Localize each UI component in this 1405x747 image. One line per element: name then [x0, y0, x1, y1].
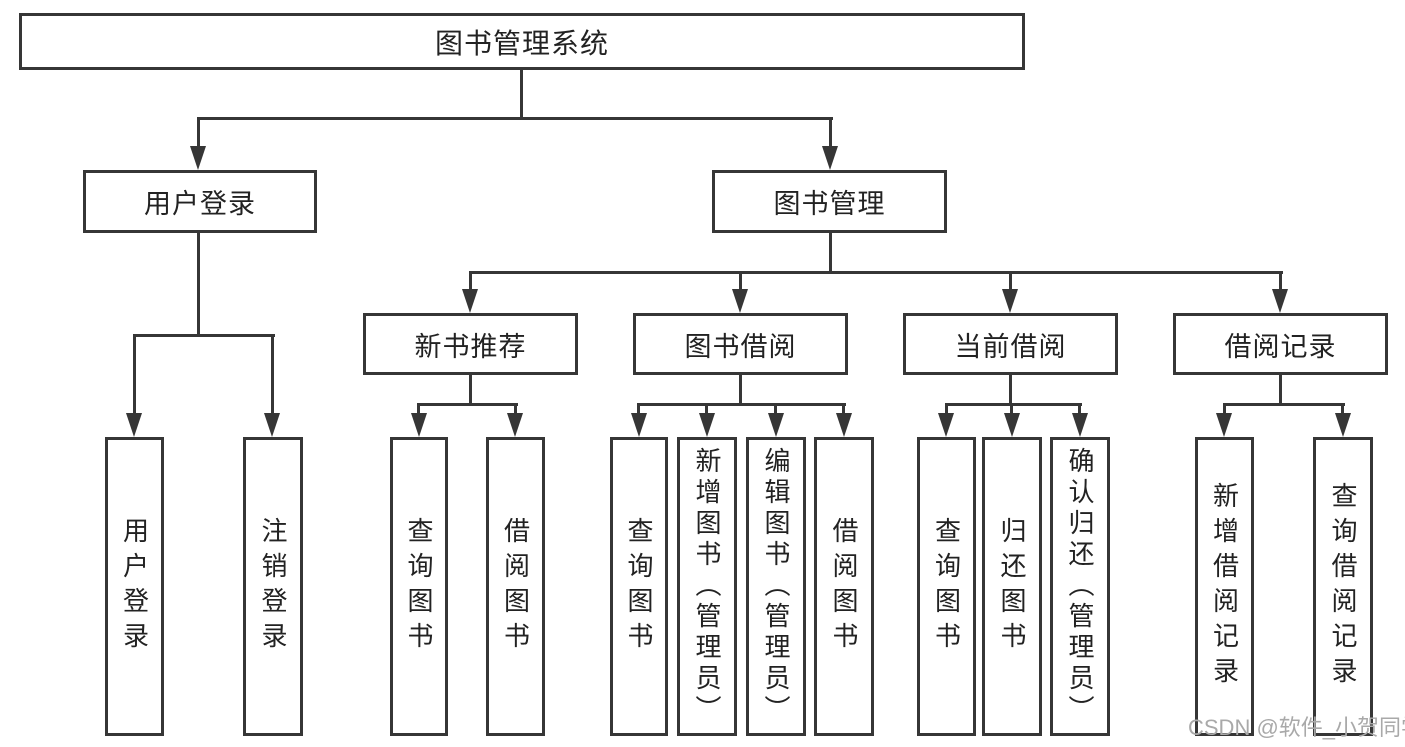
- node-new-book-recommend-label: 新书推荐: [414, 331, 527, 362]
- node-root: 图书管理系统: [19, 13, 1025, 70]
- arrow-down-icon: [836, 413, 852, 437]
- connector-line: [1341, 403, 1344, 415]
- connector-line: [469, 271, 1283, 274]
- connector-line: [739, 271, 742, 291]
- leaf-label: 编辑图书（管理员）: [761, 447, 791, 726]
- connector-line: [637, 403, 846, 406]
- arrow-down-icon: [507, 413, 523, 437]
- arrow-down-icon: [768, 413, 784, 437]
- node-new-book-recommend: 新书推荐: [363, 313, 578, 375]
- node-root-label: 图书管理系统: [434, 27, 609, 59]
- connector-line: [1009, 271, 1012, 291]
- node-book-borrowing: 图书借阅: [633, 313, 848, 375]
- node-user-login: 用户登录: [83, 170, 317, 233]
- node-user-login-label: 用户登录: [144, 189, 256, 219]
- arrow-down-icon: [1272, 289, 1288, 313]
- connector-line: [271, 334, 274, 415]
- leaf-add-borrow-record: 新增借阅记录: [1195, 437, 1254, 736]
- connector-line: [197, 117, 833, 120]
- leaf-label: 确认归还（管理员）: [1065, 447, 1095, 726]
- node-book-borrowing-label: 图书借阅: [684, 331, 797, 362]
- connector-line: [197, 117, 200, 149]
- arrow-down-icon: [462, 289, 478, 313]
- arrow-down-icon: [190, 146, 206, 170]
- csdn-watermark: CSDN @软件_小贺同学: [1188, 715, 1405, 740]
- arrow-down-icon: [1004, 413, 1020, 437]
- leaf-label: 注销登录: [258, 516, 288, 657]
- connector-line: [1078, 403, 1081, 415]
- connector-line: [520, 70, 523, 120]
- leaf-query-borrow-record: 查询借阅记录: [1313, 437, 1373, 736]
- connector-line: [842, 403, 845, 415]
- arrow-down-icon: [1335, 413, 1351, 437]
- connector-line: [469, 271, 472, 291]
- leaf-edit-books-admin: 编辑图书（管理员）: [746, 437, 806, 736]
- arrow-down-icon: [411, 413, 427, 437]
- leaf-logout: 注销登录: [243, 437, 303, 736]
- connector-line: [1223, 403, 1226, 415]
- connector-line: [739, 375, 742, 406]
- arrow-down-icon: [1072, 413, 1088, 437]
- arrow-down-icon: [264, 413, 280, 437]
- leaf-label: 借阅图书: [829, 516, 859, 657]
- leaf-label: 新增图书（管理员）: [692, 447, 722, 726]
- node-book-management: 图书管理: [712, 170, 947, 233]
- connector-line: [418, 403, 518, 406]
- connector-line: [945, 403, 948, 415]
- leaf-label: 查询图书: [624, 516, 654, 657]
- leaf-query-books-recommend: 查询图书: [390, 437, 448, 736]
- leaf-return-books: 归还图书: [982, 437, 1042, 736]
- leaf-label: 用户登录: [119, 516, 150, 657]
- connector-line: [197, 233, 200, 336]
- connector-line: [829, 117, 832, 149]
- connector-line: [514, 403, 517, 415]
- leaf-label: 查询图书: [404, 516, 434, 657]
- arrow-down-icon: [732, 289, 748, 313]
- leaf-borrow-books: 借阅图书: [814, 437, 874, 736]
- arrow-down-icon: [938, 413, 954, 437]
- node-current-borrowing: 当前借阅: [903, 313, 1118, 375]
- connector-line: [829, 233, 832, 274]
- leaf-label: 归还图书: [997, 516, 1027, 657]
- connector-line: [1010, 403, 1013, 415]
- arrow-down-icon: [699, 413, 715, 437]
- node-book-management-label: 图书管理: [773, 189, 886, 219]
- connector-line: [1223, 403, 1345, 406]
- connector-line: [469, 375, 472, 406]
- leaf-label: 查询图书: [931, 516, 962, 657]
- node-current-borrowing-label: 当前借阅: [954, 331, 1067, 362]
- leaf-borrow-books-recommend: 借阅图书: [486, 437, 545, 736]
- leaf-query-books-borrowing: 查询图书: [610, 437, 668, 736]
- connector-line: [945, 403, 1082, 406]
- connector-line: [637, 403, 640, 415]
- connector-line: [1279, 375, 1282, 406]
- leaf-user-login: 用户登录: [105, 437, 164, 736]
- leaf-label: 借阅图书: [500, 516, 531, 657]
- leaf-confirm-return-admin: 确认归还（管理员）: [1050, 437, 1110, 736]
- connector-line: [705, 403, 708, 415]
- node-borrowing-records-label: 借阅记录: [1224, 331, 1337, 362]
- arrow-down-icon: [822, 146, 838, 170]
- connector-line: [133, 334, 136, 415]
- connector-line: [774, 403, 777, 415]
- connector-line: [1009, 375, 1012, 406]
- node-borrowing-records: 借阅记录: [1173, 313, 1388, 375]
- connector-line: [133, 334, 275, 337]
- arrow-down-icon: [1216, 413, 1232, 437]
- leaf-query-books-current: 查询图书: [917, 437, 976, 736]
- leaf-label: 查询借阅记录: [1328, 481, 1358, 692]
- leaf-add-books-admin: 新增图书（管理员）: [677, 437, 737, 736]
- leaf-label: 新增借阅记录: [1209, 481, 1240, 692]
- arrow-down-icon: [1002, 289, 1018, 313]
- connector-line: [1279, 271, 1282, 291]
- arrow-down-icon: [631, 413, 647, 437]
- connector-line: [417, 403, 420, 415]
- arrow-down-icon: [126, 413, 142, 437]
